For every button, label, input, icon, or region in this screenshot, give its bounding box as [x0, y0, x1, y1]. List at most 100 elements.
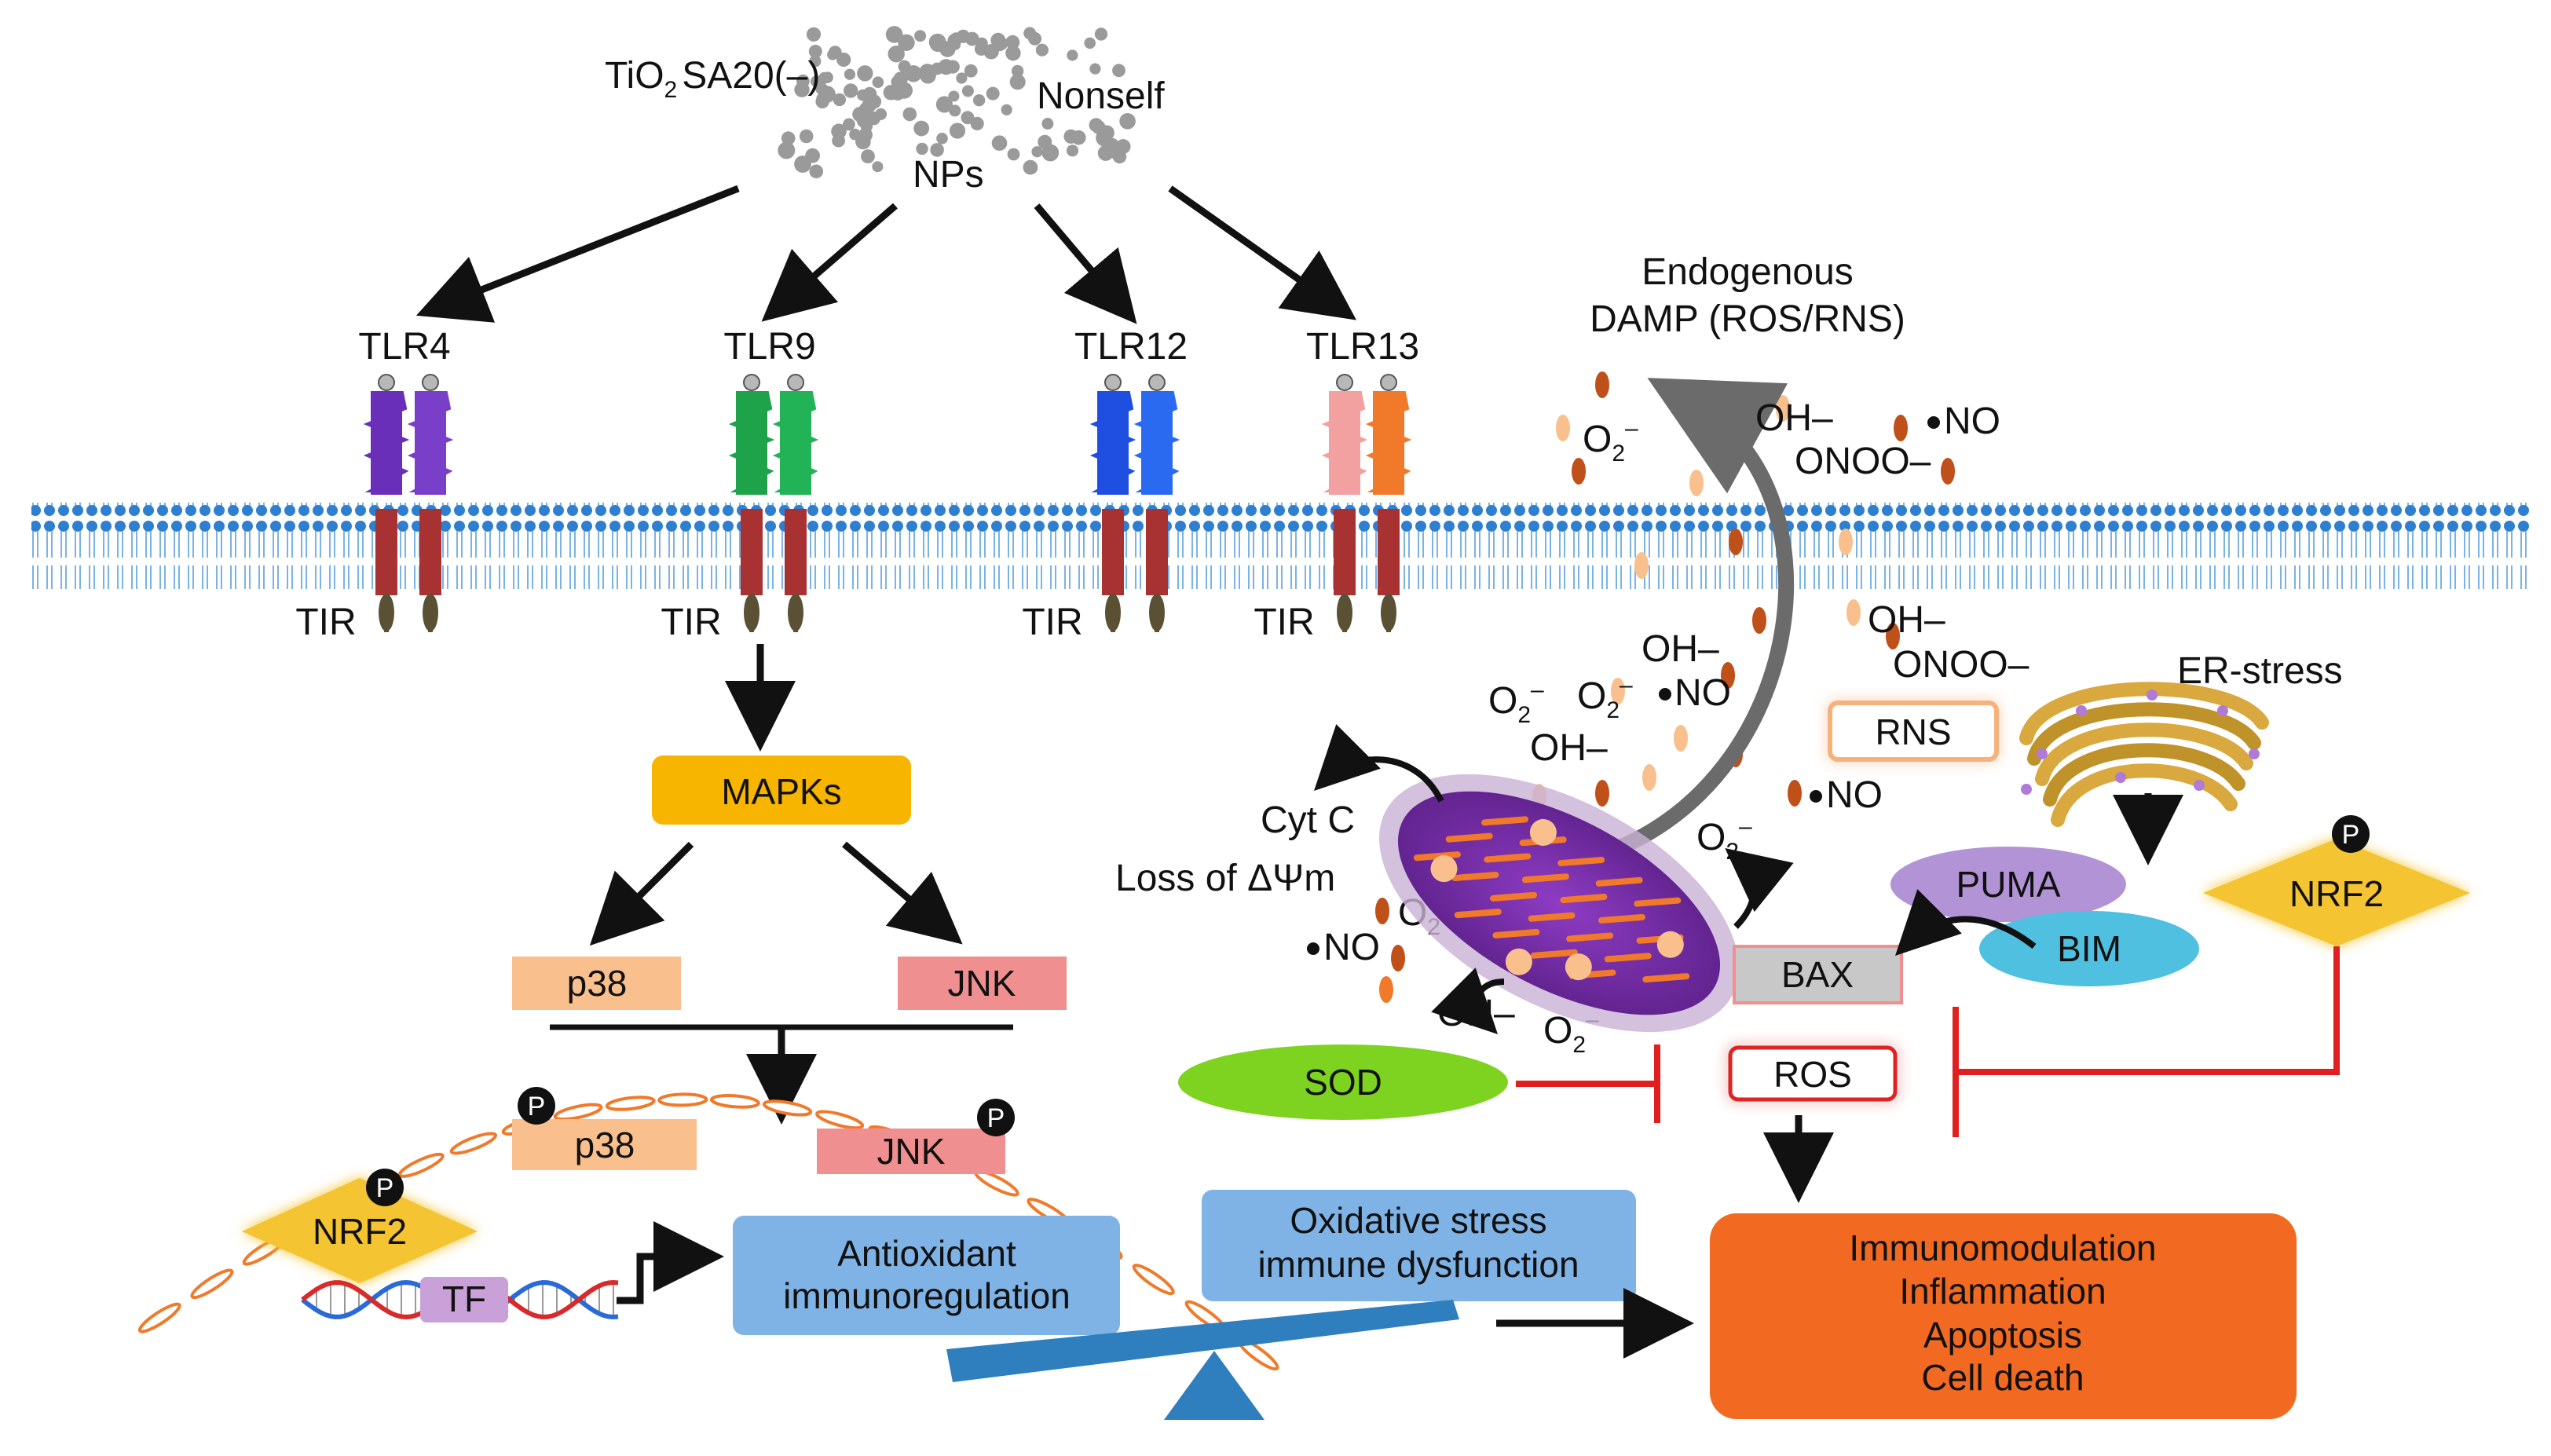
nanoparticle-dot — [1023, 159, 1038, 175]
nanoparticle-dot — [949, 123, 966, 139]
ligand-dot — [1148, 374, 1166, 391]
nanoparticle-dot — [866, 112, 881, 126]
crista — [1598, 913, 1646, 924]
nanoparticle-dot — [902, 107, 917, 122]
nanoparticle-dot — [829, 46, 842, 59]
nanoparticle-dot — [831, 123, 847, 140]
radical-dot-icon — [1659, 688, 1671, 701]
nanoparticle-dot — [852, 107, 868, 123]
nanoparticle-dot — [1119, 113, 1136, 130]
cytc-release-arrow — [1314, 724, 1444, 803]
nuclear-pore-segment — [762, 1099, 813, 1117]
nrf2-cytoplasmic-diamond — [2203, 839, 2470, 946]
nuclear-pore-segment — [1132, 1264, 1175, 1296]
nuclear-pore-segment — [449, 1132, 498, 1155]
ribosome-dot — [2147, 690, 2158, 701]
loss-potential-label: Loss of ΔΨm — [1115, 858, 1335, 899]
jnk-phospho-box — [817, 1129, 1005, 1174]
crista — [1445, 832, 1493, 843]
nonself-label: Nonself — [1037, 75, 1165, 117]
species-particle — [1894, 415, 1908, 441]
oxidative-stress-box — [1202, 1190, 1636, 1301]
nanoparticle-dot — [781, 131, 796, 145]
sod-oval — [1178, 1044, 1508, 1120]
species-particle — [1595, 780, 1609, 807]
nanoparticle-dot — [888, 45, 905, 63]
er-cisterna — [2035, 723, 2253, 786]
nanoparticle-dot — [914, 30, 927, 42]
crista — [1595, 876, 1643, 887]
nanoparticle-dot — [809, 164, 824, 179]
nanoparticle-dot — [1009, 74, 1026, 90]
er-stress-label: ER-stress — [2177, 650, 2343, 692]
nanoparticle-dot — [961, 85, 974, 97]
species-no-right: NO — [1826, 774, 1883, 816]
jnk-phosphate-icon — [977, 1099, 1015, 1136]
nanoparticle-dot — [916, 142, 928, 155]
outcome-line-4: Cell death — [1921, 1357, 2084, 1398]
tlr-transmembrane — [1102, 509, 1124, 595]
species-particle — [1611, 678, 1625, 704]
species-o2-a: O2– — [1488, 677, 1544, 728]
crista — [1560, 894, 1608, 904]
tir-label: TIR — [661, 602, 721, 643]
ribosome-dot — [2217, 705, 2228, 716]
ligand-dot — [1104, 374, 1122, 391]
tlr-transmembrane — [785, 509, 807, 595]
species-no-mid: NO — [1674, 672, 1731, 714]
nanoparticle-dot — [991, 135, 1008, 151]
nanoparticle-dot — [843, 118, 855, 131]
nanoparticle-dot — [857, 65, 873, 82]
nanoparticle-dot — [950, 38, 961, 50]
seesaw-beam — [946, 1300, 1459, 1382]
p38-label: p38 — [567, 963, 628, 1004]
ribosome-dot — [2115, 772, 2126, 783]
nanoparticle-dot — [1071, 130, 1086, 145]
tir-label: TIR — [295, 602, 356, 643]
nanoparticle-dot — [815, 94, 829, 109]
crista — [1481, 816, 1529, 826]
radical-dot-icon — [1307, 942, 1319, 955]
outcome-line-1: Immunomodulation — [1849, 1227, 2156, 1268]
nanoparticle-dot — [938, 59, 954, 75]
crista — [1604, 953, 1652, 963]
nanoparticle-dot — [895, 82, 913, 99]
nrf2-cytoplasmic-phosphate-label: P — [2342, 820, 2360, 850]
species-particle — [1595, 371, 1609, 398]
nanoparticle-dot — [818, 71, 830, 84]
crista — [1490, 891, 1538, 902]
tlr-transmembrane — [1378, 509, 1400, 595]
nanoparticle-dot — [961, 111, 975, 125]
nanoparticle-dot — [1031, 146, 1043, 158]
nanoparticle-dot — [1084, 37, 1096, 49]
p38-box — [512, 957, 681, 1010]
nuclear-pore-segment — [397, 1152, 445, 1178]
nanoparticle-dot — [930, 143, 944, 157]
species-particle — [1941, 458, 1955, 485]
nanoparticle-dot — [964, 64, 978, 78]
species-onoo-right: ONOO– — [1893, 644, 2029, 686]
oxidative-stress-line2: immune dysfunction — [1257, 1244, 1579, 1285]
tlr-ectodomain-body — [1373, 393, 1404, 495]
nanoparticle-dot — [1094, 27, 1108, 41]
nuclear-pore-segment — [709, 1094, 760, 1109]
nanoparticle-dot — [970, 116, 984, 130]
antioxidant-line1: Antioxidant — [837, 1233, 1016, 1274]
tlr-ectodomain-body — [371, 393, 402, 495]
outcome-box — [1710, 1213, 2297, 1419]
nanoparticle-dot — [1001, 104, 1012, 115]
nanoparticle-dot — [893, 71, 909, 86]
mitochondrion-icon — [1378, 774, 1740, 1033]
mito-granule — [1656, 931, 1684, 958]
nanoparticle-dot — [861, 149, 875, 164]
species-particle — [1788, 780, 1802, 807]
crista — [1521, 873, 1569, 883]
jnk-phosphate-label: P — [987, 1103, 1005, 1133]
tlr-ectodomain-body — [780, 393, 811, 495]
mito-granule — [1430, 855, 1458, 883]
transcription-arrow — [617, 1221, 724, 1304]
species-particle — [1572, 458, 1586, 485]
tlr-ectodomain-body — [1097, 393, 1129, 495]
tlr-ectodomain-body — [415, 393, 446, 495]
nrf2-nuclear-label: NRF2 — [313, 1211, 407, 1252]
